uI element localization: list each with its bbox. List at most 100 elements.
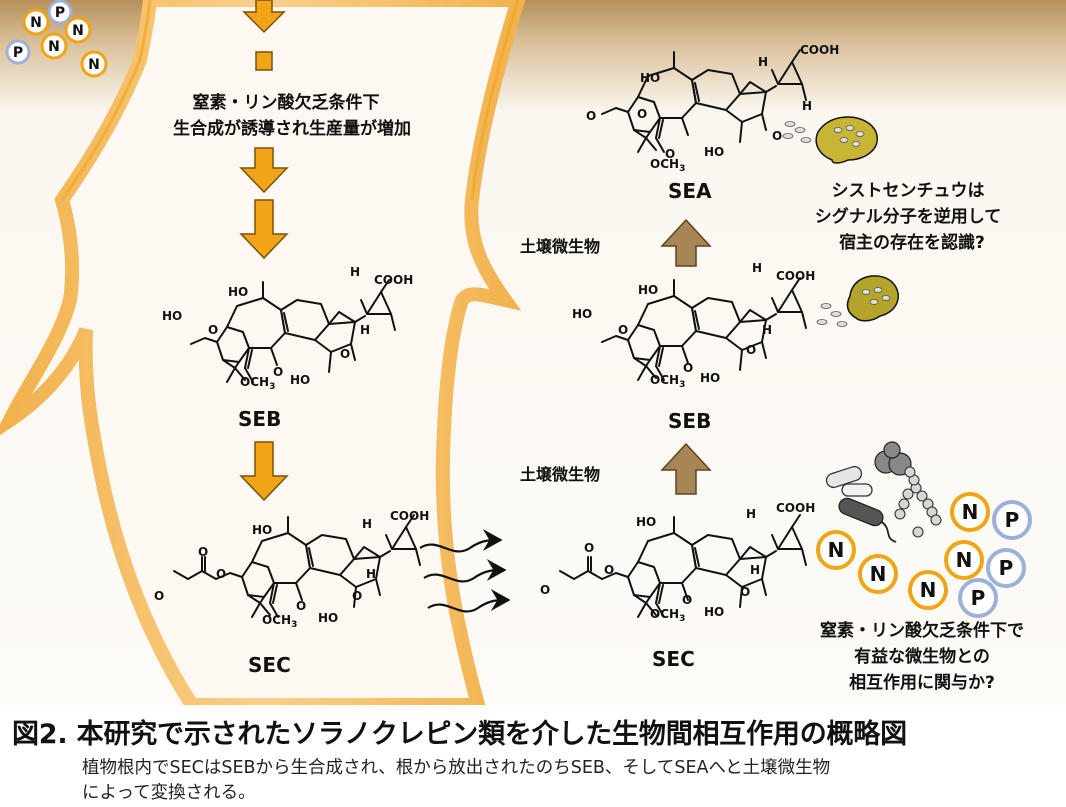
atom-o: O	[586, 109, 596, 123]
atom-h: H	[746, 507, 756, 521]
left-text-line1: 窒素・リン酸欠乏条件下	[193, 92, 380, 113]
atom-ho: HO	[638, 283, 658, 297]
atom-o: O	[273, 365, 283, 379]
right-bottom-line3: 相互作用に関与か?	[849, 672, 995, 693]
atom-h: H	[362, 517, 372, 531]
atom-och3: OCH3	[650, 157, 685, 174]
nutrient-n: N	[72, 23, 84, 39]
compound-label-seb-left: SEB	[238, 407, 281, 431]
atom-h: H	[752, 261, 762, 275]
nematode-cyst-lower	[816, 275, 899, 327]
atom-o: O	[740, 585, 750, 599]
atom-o: O	[340, 347, 350, 361]
atom-cooh: COOH	[374, 273, 413, 287]
figure-caption-title: 図2. 本研究で示されたソラノクレピン類を介した生物間相互作用の概略図	[12, 719, 907, 750]
atom-och3: OCH3	[650, 373, 685, 390]
atom-ho: HO	[700, 371, 720, 385]
atom-o: O	[154, 589, 164, 603]
atom-o: O	[198, 545, 208, 559]
atom-ho: HO	[290, 373, 310, 387]
orange-arrow-top	[242, 0, 286, 71]
brown-arrow-lower	[660, 442, 712, 495]
nutrient-n: N	[88, 57, 100, 73]
atom-o: O	[540, 583, 550, 597]
atom-h: H	[758, 55, 768, 69]
orange-arrow-mid2	[239, 199, 289, 260]
atom-o: O	[604, 563, 614, 577]
atom-o: O	[772, 129, 782, 143]
atom-ho: HO	[252, 523, 272, 537]
atom-och3: OCH3	[650, 607, 685, 624]
atom-o: O	[216, 567, 226, 581]
atom-o: O	[682, 593, 692, 607]
nutrient-n: N	[828, 538, 845, 562]
atom-o: O	[352, 589, 362, 603]
nutrient-n: N	[956, 548, 973, 572]
root-shape	[0, 0, 526, 705]
orange-arrow-mid1	[239, 147, 289, 194]
brown-arrow-upper	[660, 218, 712, 267]
molecule-sec-left	[173, 514, 421, 618]
atom-cooh: COOH	[776, 269, 815, 283]
atom-ho: HO	[636, 515, 656, 529]
atom-o: O	[584, 541, 594, 555]
nutrient-n: N	[962, 500, 979, 524]
nutrient-p: P	[999, 556, 1014, 580]
atom-cooh: COOH	[800, 43, 839, 57]
compound-label-sec-right: SEC	[652, 647, 695, 671]
nutrient-p: P	[13, 45, 23, 61]
atom-h: H	[350, 265, 360, 279]
compound-label-seb-right: SEB	[668, 409, 711, 433]
label-soil-microbe-lower: 土壌微生物	[520, 465, 600, 484]
molecule-sec-right	[559, 514, 807, 618]
atom-h: H	[366, 567, 376, 581]
atom-o: O	[637, 107, 647, 121]
orange-arrow-mid3	[239, 441, 289, 502]
atom-h: H	[750, 563, 760, 577]
atom-o: O	[618, 323, 628, 337]
figure-caption-line1: 植物根内でSECはSEBから生合成され、根から放出されたのちSEB、そしてSEA…	[82, 758, 831, 778]
microbes-group	[825, 441, 942, 543]
label-soil-microbe-upper: 土壌微生物	[520, 237, 600, 256]
right-bottom-line1: 窒素・リン酸欠乏条件下で	[820, 620, 1024, 641]
atom-o: O	[296, 599, 306, 613]
atom-ho: HO	[162, 309, 182, 323]
nutrient-n: N	[48, 39, 60, 55]
nutrient-p: P	[1005, 508, 1020, 532]
release-arrows	[419, 529, 511, 613]
atom-och3: OCH3	[262, 613, 297, 630]
nutrient-p: P	[971, 586, 986, 610]
nutrient-p: P	[55, 5, 65, 21]
compound-label-sec-left: SEC	[248, 653, 291, 677]
atom-cooh: COOH	[390, 509, 429, 523]
figure-caption-line2: によって変換される。	[82, 783, 256, 803]
atom-h: H	[762, 323, 772, 337]
right-top-line3: 宿主の存在を認識?	[839, 232, 985, 253]
nutrient-cluster-left: N P P N N N	[5, 0, 108, 78]
right-top-line2: シグナル分子を逆用して	[815, 206, 1002, 227]
right-bottom-line2: 有益な微生物との	[854, 646, 990, 667]
nutrient-n: N	[30, 15, 42, 31]
atom-ho: HO	[228, 285, 248, 299]
atom-cooh: COOH	[776, 501, 815, 515]
nutrient-n: N	[870, 562, 887, 586]
atom-o: O	[683, 361, 693, 375]
atom-h: H	[360, 323, 370, 337]
atom-o: O	[665, 147, 675, 161]
atom-o: O	[746, 343, 756, 357]
diagram-canvas: COOH H H HO O O O O HO OCH3 COOH H H HO …	[0, 0, 1066, 705]
left-text-line2: 生合成が誘導され生産量が増加	[173, 118, 411, 139]
atom-ho: HO	[704, 605, 724, 619]
atom-h: H	[802, 99, 812, 113]
atom-ho: HO	[640, 71, 660, 85]
nutrient-n: N	[920, 578, 937, 602]
atom-ho: HO	[704, 145, 724, 159]
atom-o: O	[208, 323, 218, 337]
atom-ho: HO	[318, 611, 338, 625]
nematode-cyst-upper	[782, 116, 879, 164]
compound-label-sea: SEA	[668, 179, 712, 203]
atom-och3: OCH3	[240, 375, 275, 392]
right-top-line1: シストセンチュウは	[832, 181, 985, 201]
nutrient-cluster-right: N P N N N P N P	[816, 492, 1032, 618]
